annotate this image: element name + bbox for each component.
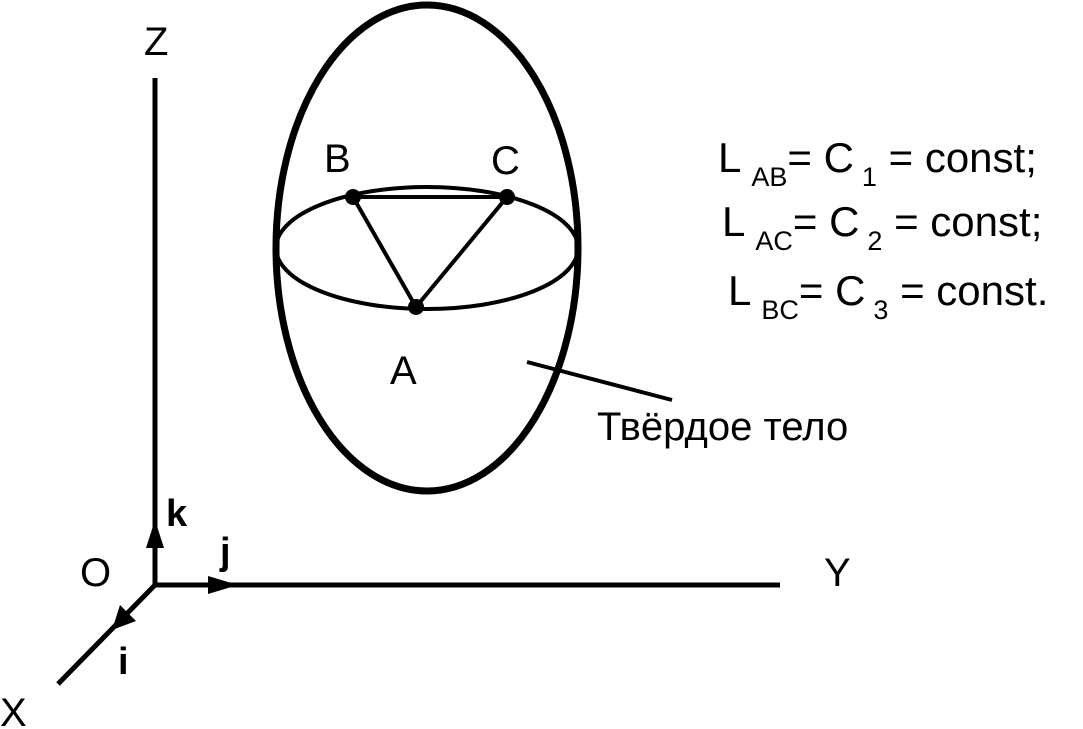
equation-ab-l: L bbox=[718, 134, 741, 181]
i-arrowhead bbox=[112, 605, 136, 630]
x-axis-label: X bbox=[0, 691, 27, 729]
x-axis bbox=[56, 583, 157, 686]
equation-bc-rest: = const. bbox=[888, 267, 1048, 314]
equation-bc-c: = C bbox=[799, 267, 866, 314]
equation-ab-sub: AB bbox=[751, 162, 787, 192]
point-c bbox=[499, 189, 515, 205]
equation-bc-sub: BC bbox=[761, 295, 799, 325]
equation-ac-c: = C bbox=[793, 198, 860, 245]
point-b bbox=[345, 189, 361, 205]
point-c-label: C bbox=[491, 139, 520, 183]
equation-ac-csub: 2 bbox=[867, 226, 882, 256]
point-b-label: B bbox=[324, 137, 351, 181]
equation-ab: L AB= C 1 = const; bbox=[718, 134, 1037, 192]
equation-ac-l: L bbox=[722, 198, 745, 245]
equation-ac-sub: AC bbox=[755, 226, 793, 256]
body-leader-line bbox=[526, 360, 673, 402]
equation-ab-c: = C bbox=[787, 134, 854, 181]
rigid-body-outline bbox=[272, 1, 582, 495]
segment-ab bbox=[351, 196, 418, 308]
z-axis-label: Z bbox=[144, 20, 168, 64]
cross-section-ellipse bbox=[274, 185, 580, 311]
j-arrowhead bbox=[208, 576, 238, 594]
equation-ab-csub: 1 bbox=[862, 162, 877, 192]
equation-ab-rest: = const; bbox=[877, 134, 1037, 181]
j-vector-label: j bbox=[219, 531, 231, 573]
i-vector-label: i bbox=[118, 641, 129, 683]
y-axis-label: Y bbox=[824, 551, 851, 595]
equation-bc-l: L bbox=[728, 267, 751, 314]
origin-label: O bbox=[80, 551, 111, 595]
point-a bbox=[408, 299, 424, 315]
k-arrowhead bbox=[146, 520, 164, 548]
equation-bc-csub: 3 bbox=[873, 295, 888, 325]
equation-ac-rest: = const; bbox=[882, 198, 1042, 245]
k-vector-label: k bbox=[166, 493, 188, 535]
point-a-label: A bbox=[390, 349, 417, 393]
rigid-body-label: Твёрдое тело bbox=[597, 405, 848, 449]
segment-ac bbox=[414, 195, 509, 309]
